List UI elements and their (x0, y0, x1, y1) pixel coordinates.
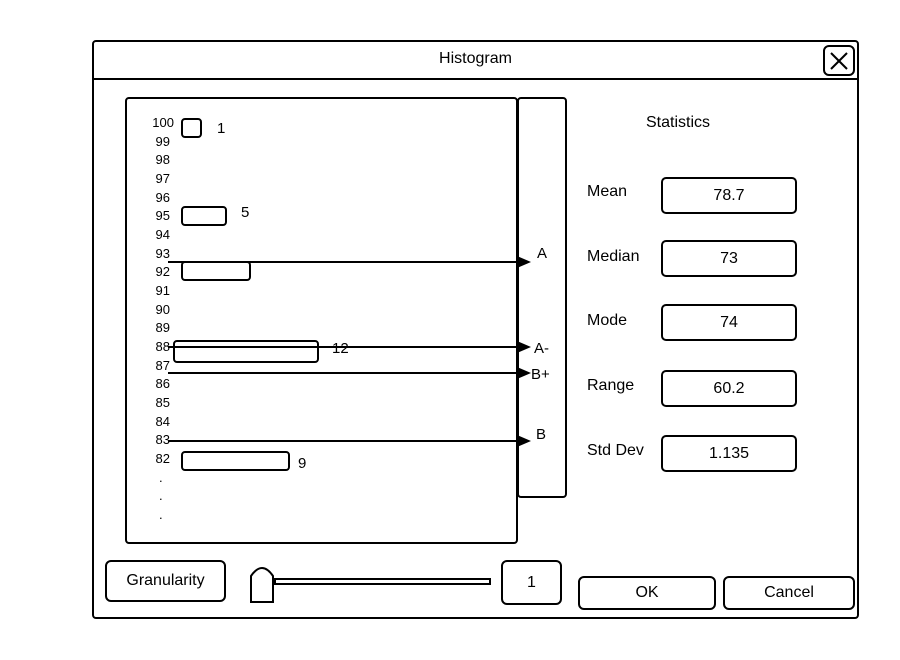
ok-button[interactable]: OK (578, 576, 716, 610)
arrow-right-icon (517, 435, 531, 447)
statistics-title: Statistics (646, 114, 711, 131)
score-label: 90 (155, 302, 170, 317)
score-label: 92 (155, 264, 170, 279)
histogram-dialog: Histogram 100 99 98 97 96 95 94 93 92 91… (92, 40, 859, 619)
score-label: 85 (155, 395, 170, 410)
slider-handle[interactable] (249, 562, 275, 604)
grade-label: B (536, 426, 547, 443)
grade-cutoff-panel (517, 97, 567, 498)
close-icon (830, 51, 848, 70)
stat-label-range: Range (587, 377, 635, 394)
histogram-bar (181, 206, 227, 226)
grade-cutoff-line[interactable] (168, 440, 518, 442)
score-label: 91 (155, 283, 170, 298)
close-button[interactable] (823, 45, 855, 76)
score-label: 95 (155, 208, 170, 223)
dialog-title: Histogram (439, 50, 512, 67)
granularity-value-field[interactable]: 1 (501, 560, 562, 605)
arrow-right-icon (517, 341, 531, 353)
grade-cutoff-line[interactable] (168, 346, 518, 348)
arrow-right-icon (517, 256, 531, 268)
arrow-right-icon (517, 367, 531, 379)
median-field[interactable]: 73 (661, 240, 797, 277)
ellipsis-dot: . (159, 488, 163, 503)
score-label: 87 (155, 358, 170, 373)
ellipsis-dot: . (159, 470, 163, 485)
bar-count: 9 (298, 455, 307, 472)
histogram-panel (125, 97, 518, 544)
granularity-slider-track[interactable] (274, 578, 491, 585)
bar-count: 5 (241, 204, 250, 221)
grade-label: B+ (531, 366, 550, 383)
stat-label-mean: Mean (587, 183, 628, 200)
score-label: 94 (155, 227, 170, 242)
score-label: 98 (155, 152, 170, 167)
histogram-bar (173, 340, 319, 363)
score-label: 83 (155, 432, 170, 447)
grade-cutoff-line[interactable] (168, 372, 518, 374)
stat-label-mode: Mode (587, 312, 628, 329)
score-label: 84 (155, 414, 170, 429)
grade-label: A- (534, 340, 549, 357)
score-label: 89 (155, 320, 170, 335)
grade-label: A (537, 245, 548, 262)
histogram-bar (181, 451, 290, 471)
ellipsis-dot: . (159, 507, 163, 522)
stat-label-std-dev: Std Dev (587, 442, 644, 459)
stat-label-median: Median (587, 248, 640, 265)
granularity-button[interactable]: Granularity (105, 560, 226, 602)
title-bar: Histogram (94, 42, 857, 80)
histogram-bar (181, 261, 251, 281)
score-label: 82 (155, 451, 170, 466)
std-dev-field[interactable]: 1.135 (661, 435, 797, 472)
bar-count: 12 (332, 340, 349, 357)
score-label: 93 (155, 246, 170, 261)
grade-cutoff-line[interactable] (168, 261, 518, 263)
mode-field[interactable]: 74 (661, 304, 797, 341)
cancel-button[interactable]: Cancel (723, 576, 855, 610)
score-label: 100 (152, 115, 174, 130)
mean-field[interactable]: 78.7 (661, 177, 797, 214)
score-label: 96 (155, 190, 170, 205)
score-label: 88 (155, 339, 170, 354)
score-label: 86 (155, 376, 170, 391)
score-label: 99 (155, 134, 170, 149)
histogram-bar (181, 118, 202, 138)
range-field[interactable]: 60.2 (661, 370, 797, 407)
bar-count: 1 (217, 120, 226, 137)
score-label: 97 (155, 171, 170, 186)
